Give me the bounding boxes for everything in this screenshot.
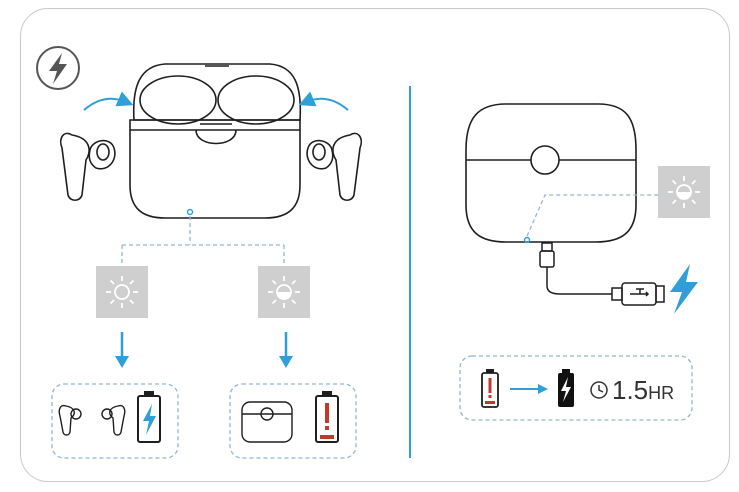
light-indicator-charging-icon	[658, 166, 710, 218]
insert-left-arrow	[83, 91, 134, 111]
charging-case-open	[129, 63, 302, 219]
charging-time-box: 1.5HR	[459, 355, 693, 421]
mini-case-icon	[241, 401, 293, 443]
down-arrow-right	[279, 332, 293, 368]
charging-bolt-icon	[36, 46, 80, 90]
down-arrow-left	[115, 332, 129, 368]
earbuds-charging-result	[51, 383, 179, 459]
left-earbud	[59, 132, 116, 202]
battery-low-red-icon	[481, 369, 499, 408]
diagram-frame	[20, 8, 730, 482]
progress-arrow	[510, 384, 548, 394]
mini-earbuds-icon	[58, 404, 126, 436]
battery-charging-black-icon	[558, 369, 574, 407]
charging-time-label: 1.5HR	[612, 375, 674, 405]
right-earbud	[306, 132, 363, 202]
light-indicator-half-icon	[258, 266, 310, 318]
light-indicator-white-icon	[96, 266, 148, 318]
battery-low-red-icon	[315, 391, 339, 443]
led-connector-closed	[526, 194, 658, 237]
lightning-bolt-icon	[670, 264, 698, 314]
clock-icon	[590, 381, 608, 399]
usb-cable-icon	[539, 242, 665, 306]
status-led	[186, 208, 194, 216]
led-connector	[121, 216, 285, 266]
insert-right-arrow	[298, 91, 349, 111]
battery-full-blue-icon	[137, 391, 161, 443]
case-low-battery-result	[229, 383, 357, 459]
status-led-closed	[523, 236, 531, 244]
charging-case-closed	[465, 103, 637, 243]
